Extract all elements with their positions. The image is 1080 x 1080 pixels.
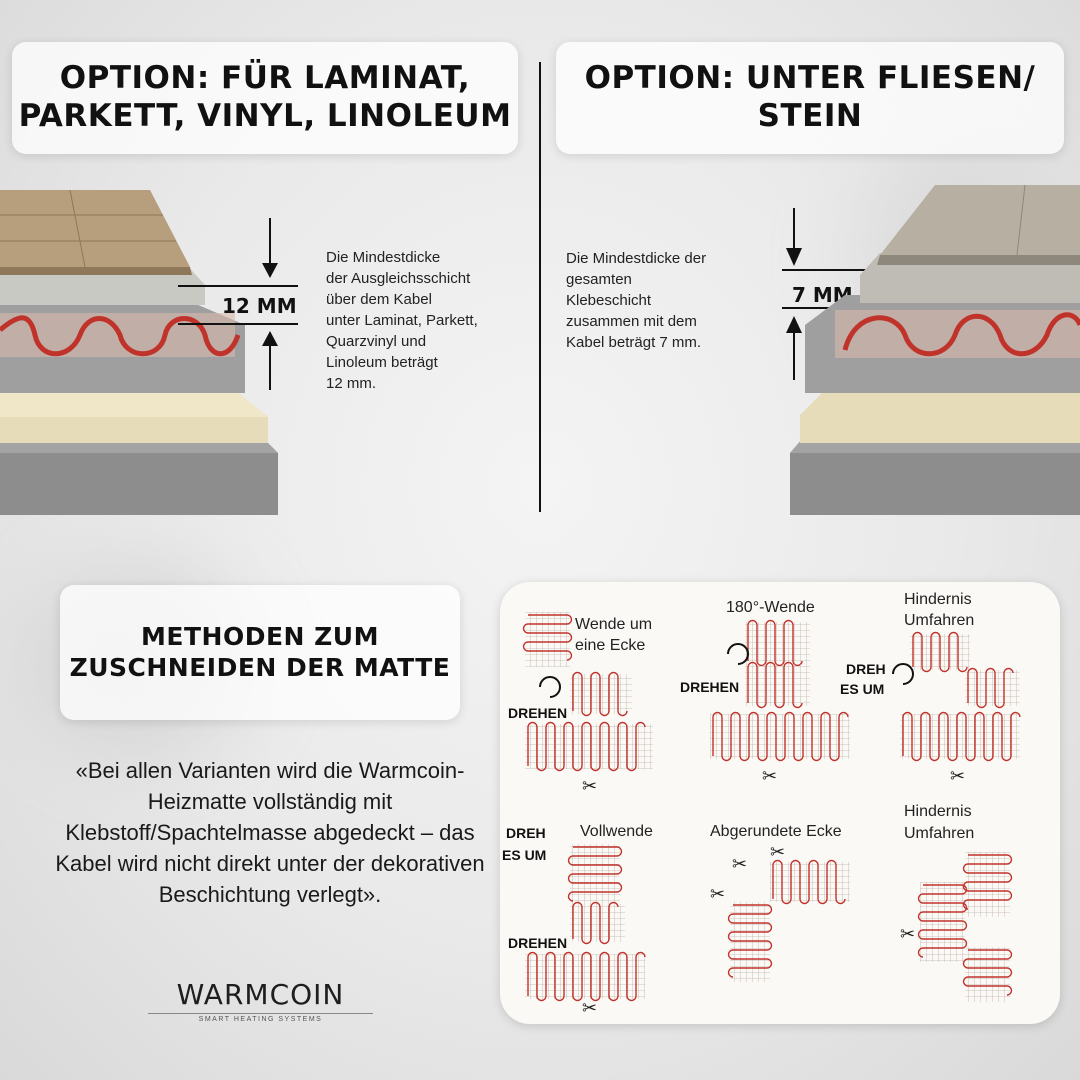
mat-cable xyxy=(527,721,646,772)
heating-cable xyxy=(842,312,1080,357)
label-full-turn: Vollwende xyxy=(580,823,653,840)
measure-arrows-7mm xyxy=(782,208,887,380)
measurement-12mm: 12 MM xyxy=(222,294,297,318)
vertical-divider xyxy=(539,62,541,512)
mat-mesh xyxy=(570,674,632,714)
mat-mesh xyxy=(525,954,645,999)
label-dreh-2a: DREH xyxy=(506,825,546,841)
label-drehen-1: DREHEN xyxy=(508,705,567,721)
mat-mesh xyxy=(745,664,810,706)
warmcoin-logo: WARMCOIN SMART HEATING SYSTEMS xyxy=(148,978,373,1023)
description-laminate: Die Mindestdicke der Ausgleichsschicht ü… xyxy=(326,249,478,392)
mat-cable xyxy=(712,711,849,762)
heating-cable xyxy=(0,315,241,357)
rotate-arrow-icon xyxy=(539,676,561,698)
title-laminate-text: OPTION: FÜR LAMINAT, PARKETT, VINYL, LIN… xyxy=(18,60,512,134)
mat-mesh xyxy=(965,852,1010,917)
label-dreh-1a: DREH xyxy=(846,661,886,677)
mat-cable xyxy=(967,667,1014,709)
label-dreh-2b: ES UM xyxy=(502,847,546,863)
logo-name: WARMCOIN xyxy=(176,978,345,1011)
label-dreh-1b: ES UM xyxy=(840,681,884,697)
title-methods-text: METHODEN ZUM ZUSCHNEIDEN DER MATTE xyxy=(69,622,451,682)
scissors-icon: ✂ xyxy=(732,854,747,874)
mat-cable xyxy=(522,614,573,661)
scissors-icon: ✂ xyxy=(950,766,965,786)
title-tiles-text: OPTION: UNTER FLIESEN/ STEIN xyxy=(584,60,1036,134)
mat-mesh xyxy=(900,714,1020,759)
mat-mesh xyxy=(965,947,1010,1002)
title-tiles: OPTION: UNTER FLIESEN/ STEIN xyxy=(556,42,1064,154)
scissors-icon: ✂ xyxy=(582,776,597,796)
rotate-arrow-icon xyxy=(727,643,749,665)
tile-floor-illustration xyxy=(790,185,1080,515)
mat-cable xyxy=(527,951,646,1002)
rotate-arrow-icon xyxy=(892,663,914,685)
label-corner-turn-2: eine Ecke xyxy=(575,637,645,654)
label-drehen-2: DREHEN xyxy=(680,679,739,695)
scissors-icon: ✂ xyxy=(710,884,725,904)
label-rounded-corner: Abgerundete Ecke xyxy=(710,823,842,840)
mat-cable xyxy=(567,846,623,902)
mat-cable xyxy=(912,631,968,673)
scissors-icon: ✂ xyxy=(900,924,915,944)
cutting-methods-card: Wende um eine Ecke 180°-Wende Hindernis … xyxy=(500,582,1060,1024)
mat-cable xyxy=(747,661,803,709)
description-tiles: Die Mindestdicke der gesamten Klebeschic… xyxy=(566,250,707,351)
mat-cable xyxy=(902,711,1021,762)
mat-cable xyxy=(917,884,968,958)
cutting-methods-diagram: Wende um eine Ecke 180°-Wende Hindernis … xyxy=(502,591,1021,1018)
laminate-floor-illustration xyxy=(0,189,278,515)
mat-cable xyxy=(962,949,1013,996)
mat-mesh xyxy=(525,724,653,769)
label-corner-turn-1: Wende um xyxy=(575,616,652,633)
label-drehen-3: DREHEN xyxy=(508,935,567,951)
mat-mesh xyxy=(570,904,625,942)
title-laminate: OPTION: FÜR LAMINAT, PARKETT, VINYL, LIN… xyxy=(12,42,518,154)
mat-mesh xyxy=(745,622,810,664)
mat-mesh xyxy=(710,714,850,759)
label-obstacle-2b: Umfahren xyxy=(904,825,974,842)
measure-arrows-12mm xyxy=(178,218,298,390)
scissors-icon: ✂ xyxy=(762,766,777,786)
mat-mesh xyxy=(965,670,1020,706)
label-turn-180: 180°-Wende xyxy=(726,599,815,616)
label-obstacle-1a: Hindernis xyxy=(904,591,972,608)
mat-segments: ✂ ✂ ✂ ✂ ✂ ✂ ✂ ✂ xyxy=(522,612,1021,1018)
scissors-icon: ✂ xyxy=(770,842,785,862)
label-obstacle-2a: Hindernis xyxy=(904,803,972,820)
title-methods: METHODEN ZUM ZUSCHNEIDEN DER MATTE xyxy=(60,585,460,720)
mat-cable xyxy=(772,859,846,905)
mat-cable xyxy=(572,901,619,945)
mat-mesh xyxy=(525,612,570,667)
mat-cable xyxy=(727,904,773,978)
label-obstacle-1b: Umfahren xyxy=(904,612,974,629)
methods-quote: «Bei allen Varianten wird die Warmcoin-H… xyxy=(55,758,485,907)
mat-cable xyxy=(747,619,803,667)
mat-cable xyxy=(962,854,1013,910)
mat-cable xyxy=(572,671,628,717)
scissors-icon: ✂ xyxy=(582,998,597,1018)
logo-tagline: SMART HEATING SYSTEMS xyxy=(148,1013,373,1023)
